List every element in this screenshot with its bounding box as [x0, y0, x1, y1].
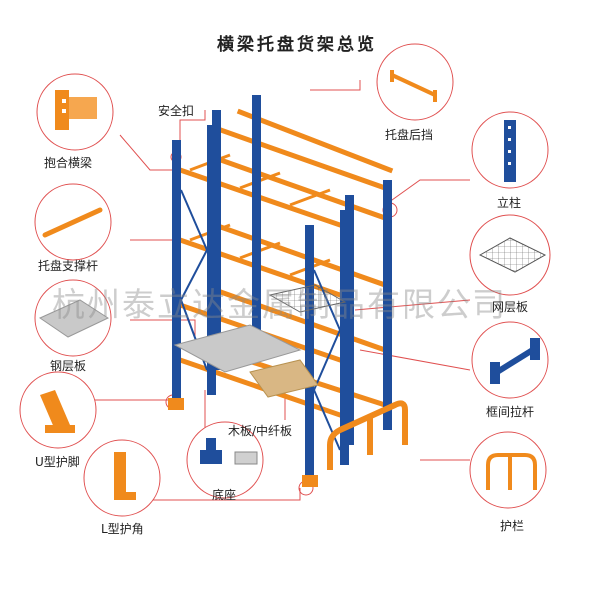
label-wire-deck: 网层板 [492, 300, 529, 314]
rack-wire-deck [268, 284, 347, 313]
upright-icon [504, 120, 516, 182]
holding-beam-icon [55, 90, 97, 130]
label-wood-board: 木板/中纤板 [228, 424, 293, 438]
rack-steel-deck [173, 324, 302, 373]
label-u-guard: U型护脚 [35, 455, 80, 469]
rack-wood-board [249, 359, 319, 398]
label-pallet-support-bar: 托盘支撑杆 [38, 259, 99, 273]
diagram-title: 横梁托盘货架总览 [217, 35, 377, 55]
l-guard-icon [114, 452, 136, 500]
label-guardrail: 护栏 [500, 519, 525, 533]
label-safety-clip: 安全扣 [158, 104, 195, 118]
callout-pallet-back-stop [376, 43, 454, 121]
u-guard-icon [40, 390, 75, 433]
rack-foot-guards [168, 398, 318, 487]
base-plate-icon [200, 438, 258, 465]
pallet-support-bar-icon [42, 207, 103, 238]
pallet-back-stop-icon [390, 70, 437, 102]
callout-circles [19, 43, 551, 517]
label-upright: 立柱 [497, 196, 522, 210]
label-l-guard: L型护角 [101, 522, 144, 536]
watermark: 杭州泰立达金属制品有限公司 [52, 285, 507, 324]
wire-deck-icon [478, 237, 547, 273]
label-pallet-back-stop: 托盘后挡 [385, 128, 434, 142]
label-holding-beam: 抱合横梁 [44, 156, 93, 170]
rack-uprights [172, 95, 392, 480]
label-steel-deck: 钢层板 [50, 359, 87, 373]
frame-tie-bar-icon [490, 338, 540, 384]
label-frame-tie-bar: 框间拉杆 [486, 405, 535, 419]
rack-guardrail [327, 400, 408, 470]
guardrail-icon [486, 453, 537, 490]
label-base-plate: 底座 [212, 488, 237, 502]
rack-structure [168, 95, 408, 487]
steel-deck-icon [38, 299, 110, 338]
